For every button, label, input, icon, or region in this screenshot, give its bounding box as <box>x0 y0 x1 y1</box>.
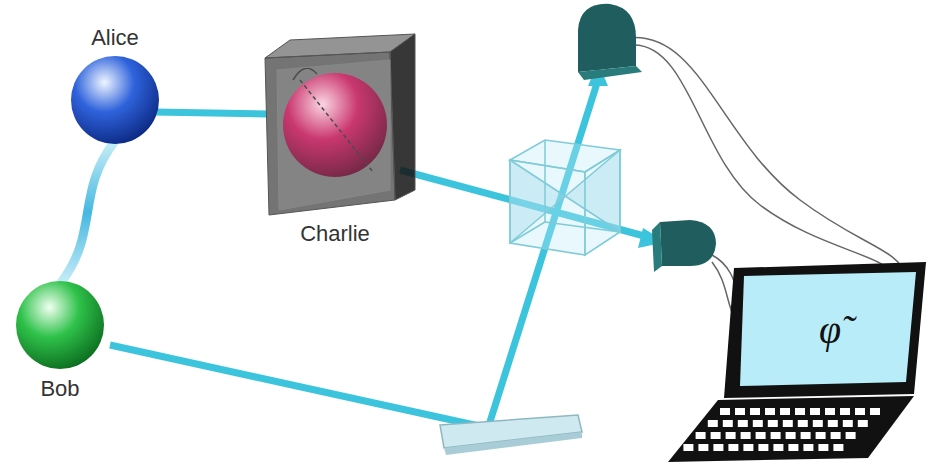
beam <box>154 112 267 114</box>
alice-sphere: Alice <box>70 55 160 145</box>
reflected-beam <box>488 80 598 428</box>
entanglement-link <box>60 141 115 284</box>
screen-text: φ̃ <box>819 306 841 353</box>
node-label: Charlie <box>300 221 370 247</box>
connector <box>154 112 267 114</box>
connector <box>60 141 115 284</box>
detector <box>578 4 642 80</box>
laptop-screen: φ̃ <box>740 272 920 387</box>
node-label: Bob <box>40 376 79 402</box>
charlie-box: Charlie <box>255 40 415 215</box>
bob-sphere: Bob <box>15 280 105 370</box>
mirror-edge <box>444 432 582 455</box>
bob-beam <box>110 345 488 428</box>
detector <box>652 220 716 272</box>
node-label: Alice <box>91 25 139 51</box>
laptop <box>668 262 926 462</box>
wire <box>634 45 895 278</box>
wire <box>628 38 905 275</box>
beam-splitter <box>510 140 620 255</box>
